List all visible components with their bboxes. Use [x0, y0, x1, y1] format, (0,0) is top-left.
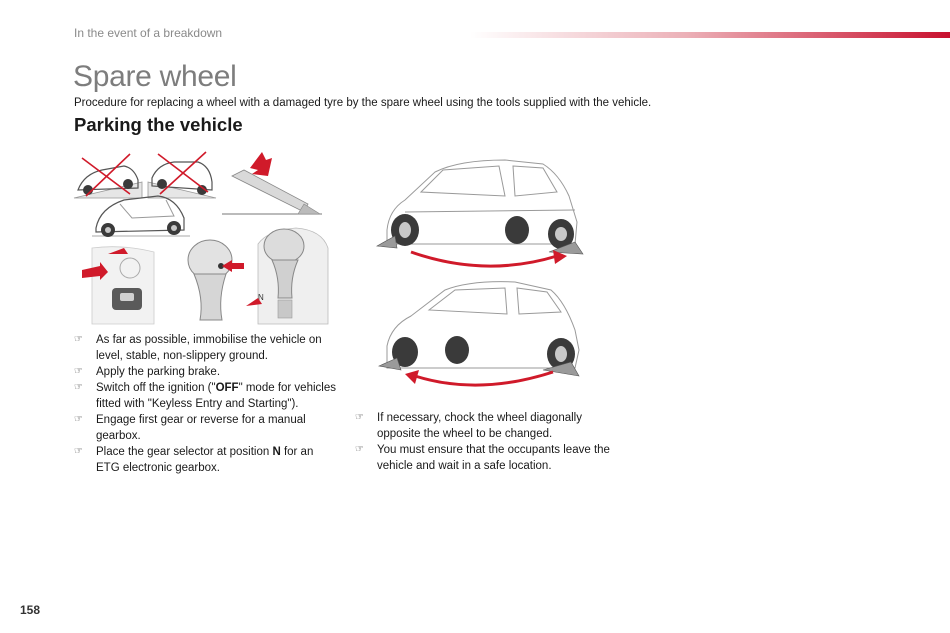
list-item: ☞ Apply the parking brake.	[74, 364, 336, 380]
item-text: You must ensure that the occupants leave…	[377, 444, 610, 472]
list-item: ☞ As far as possible, immobilise the vehi…	[74, 332, 336, 364]
left-instruction-list: ☞ As far as possible, immobilise the vehi…	[74, 332, 336, 476]
page-title: Spare wheel	[73, 60, 237, 93]
bold-text: OFF	[215, 382, 239, 394]
list-item: ☞ Place the gear selector at position N f…	[74, 444, 336, 476]
etg-gear-selector: N	[246, 227, 329, 325]
car-chocked-rear	[377, 281, 580, 387]
item-text: Engage first gear or reverse for a manua…	[96, 414, 306, 442]
wheel-chock-illustration	[376, 159, 584, 387]
pointing-hand-icon: ☞	[355, 412, 364, 423]
intro-text: Procedure for replacing a wheel with a d…	[74, 97, 652, 109]
car-on-flat-ground	[92, 195, 190, 237]
item-text: Switch off the ignition ("	[96, 382, 216, 394]
right-instruction-list: ☞ If necessary, chock the wheel diagonall…	[355, 410, 615, 474]
page-number: 158	[20, 603, 41, 617]
parking-brake-lever	[222, 152, 322, 215]
item-text: Place the gear selector at position	[96, 446, 273, 458]
item-text: " mode for vehicles fitted with "Keyless…	[96, 382, 336, 410]
manual-gear-knob	[187, 239, 244, 321]
car-on-slope-2	[147, 151, 217, 199]
pointing-hand-icon: ☞	[355, 444, 364, 455]
car-on-slope-1	[73, 153, 143, 199]
pointing-hand-icon: ☞	[74, 446, 83, 457]
subheading-parking: Parking the vehicle	[74, 114, 243, 135]
list-item: ☞ If necessary, chock the wheel diagonall…	[355, 410, 615, 442]
list-item: ☞ Switch off the ignition ("OFF" mode for…	[74, 380, 336, 412]
pointing-hand-icon: ☞	[74, 334, 83, 345]
item-text: As far as possible, immobilise the vehic…	[96, 334, 322, 362]
pointing-hand-icon: ☞	[74, 414, 83, 425]
list-item: ☞ You must ensure that the occupants leav…	[355, 442, 615, 474]
bold-text: N	[272, 446, 281, 458]
pointing-hand-icon: ☞	[74, 382, 83, 393]
section-title: In the event of a breakdown	[74, 26, 223, 40]
pointing-hand-icon: ☞	[74, 366, 83, 377]
ignition-key	[82, 246, 155, 325]
list-item: ☞ Engage first gear or reverse for a manu…	[74, 412, 336, 444]
item-text: for an ETG electronic gearbox.	[96, 446, 314, 474]
item-text: If necessary, chock the wheel diagonally…	[377, 412, 582, 440]
car-chocked-front	[376, 159, 584, 268]
item-text: Apply the parking brake.	[96, 366, 221, 378]
header-accent-bar	[470, 32, 950, 38]
gear-position-label: N	[258, 293, 264, 302]
parking-illustration: N	[73, 151, 329, 325]
